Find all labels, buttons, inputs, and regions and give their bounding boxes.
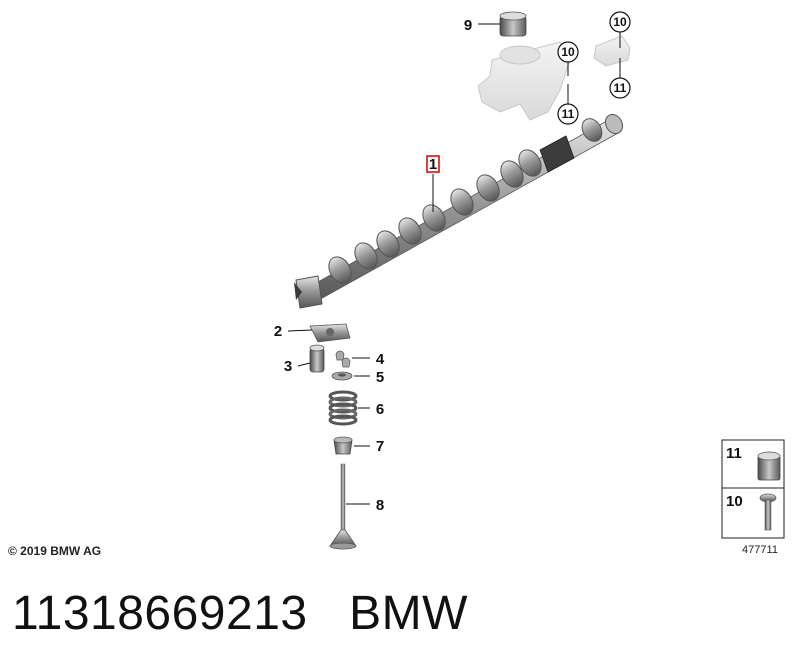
svg-text:11: 11 [614, 81, 627, 95]
callout-3: 3 [284, 358, 292, 375]
part-1-camshaft [294, 113, 624, 309]
legend-item-11: 11 [726, 445, 781, 481]
callout-1: 1 [426, 155, 440, 173]
legend-item-10: 10 [726, 493, 777, 531]
leader-lines [287, 23, 621, 505]
svg-text:1: 1 [429, 156, 437, 173]
callout-4: 4 [376, 351, 385, 368]
part-7-stem-seal [333, 436, 353, 455]
parts-legend: 11 10 [721, 439, 785, 539]
callout-6: 6 [376, 401, 384, 418]
diagram-number: 477711 [742, 544, 778, 556]
circled-callout-11b: 11 [557, 103, 579, 125]
part-5-spring-retainer [331, 371, 353, 381]
circled-callout-11a: 11 [609, 77, 631, 99]
svg-text:11: 11 [562, 107, 575, 121]
copyright-text: © 2019 BMW AG [8, 544, 101, 558]
svg-text:11: 11 [726, 445, 742, 462]
part-number-caption: 11318669213 BMW [12, 587, 468, 640]
part-4-valve-keepers [335, 350, 351, 368]
bearing-housing-ghost [477, 35, 631, 121]
svg-text:10: 10 [561, 45, 575, 59]
callout-8: 8 [376, 497, 384, 514]
circled-callout-10b: 10 [609, 11, 631, 33]
callout-9: 9 [464, 17, 472, 34]
part-9-bucket-tappet [499, 11, 527, 37]
circled-callout-10a: 10 [557, 41, 579, 63]
part-2-roller-follower [309, 323, 351, 343]
part-6-valve-spring [328, 390, 358, 426]
callout-7: 7 [376, 438, 384, 455]
callout-2: 2 [274, 323, 282, 340]
callout-5: 5 [376, 369, 384, 386]
part-3-lash-adjuster [309, 344, 325, 373]
part-8-valve [329, 463, 357, 550]
svg-text:10: 10 [613, 15, 627, 29]
svg-text:10: 10 [726, 493, 743, 510]
camshaft-lobes [328, 118, 603, 284]
